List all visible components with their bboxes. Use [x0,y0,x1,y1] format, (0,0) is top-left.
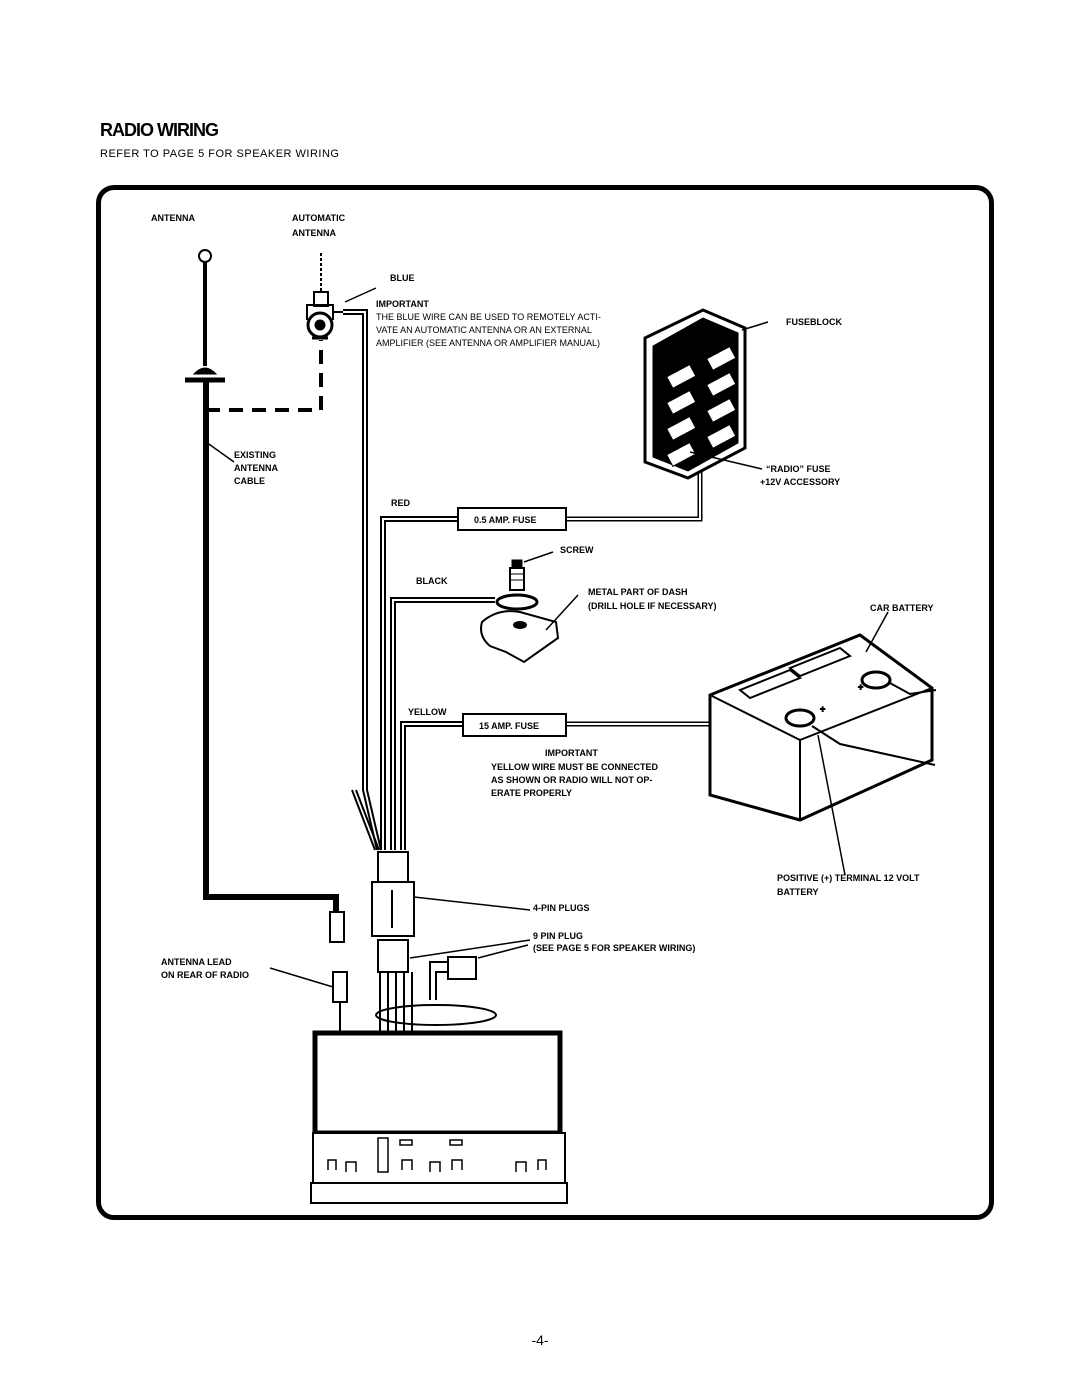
label-car-battery: CAR BATTERY [870,603,934,613]
important-2-line-3: ERATE PROPERLY [491,788,572,798]
leader-lines [205,287,889,988]
label-automatic-antenna: ANTENNA [292,228,336,238]
fuse-05-label: 0.5 AMP. FUSE [474,515,537,525]
label-screw: SCREW [560,545,594,555]
existing-antenna-cable [203,382,339,912]
page-subtitle: REFER TO PAGE 5 FOR SPEAKER WIRING [100,148,340,160]
wire-harness [343,309,495,851]
label-drill-hole: (DRILL HOLE IF NECESSARY) [588,601,717,611]
label-existing: EXISTING [234,450,276,460]
label-black: BLACK [416,576,448,586]
automatic-antenna-icon [306,253,343,340]
svg-text:+: + [858,682,863,692]
automatic-antenna-dashed-link [206,340,323,412]
label-automatic: AUTOMATIC [292,213,346,223]
label-existing-antenna: ANTENNA [234,463,278,473]
label-fuseblock: FUSEBLOCK [786,317,843,327]
label-important-1: IMPORTANT [376,299,429,309]
fuse-15-amp: 15 AMP. FUSE [462,713,567,737]
dash-metal-icon [480,610,560,664]
four-pin-plugs [371,851,415,973]
page-title: RADIO WIRING [100,120,219,140]
label-4-pin-plugs: 4-PIN PLUGS [533,903,590,913]
important-1-line-2: VATE AN AUTOMATIC ANTENNA OR AN EXTERNAL [376,325,592,335]
nine-pin-plug [375,956,497,1035]
car-battery-icon: + + [708,633,937,822]
label-speaker-wiring-ref: (SEE PAGE 5 FOR SPEAKER WIRING) [533,943,695,953]
label-rear-of-radio: ON REAR OF RADIO [161,970,249,980]
label-blue: BLUE [390,273,415,283]
label-accessory: +12V ACCESSORY [760,477,840,487]
antenna-lead-plug [329,911,348,1033]
label-yellow: YELLOW [408,707,447,717]
screw-icon [495,559,539,611]
important-1-line-1: THE BLUE WIRE CAN BE USED TO REMOTELY AC… [376,312,601,322]
label-positive-battery: BATTERY [777,887,819,897]
label-radio-fuse: “RADIO” FUSE [766,464,831,474]
label-9-pin-plug: 9 PIN PLUG [533,931,583,941]
important-2-line-2: AS SHOWN OR RADIO WILL NOT OP- [491,775,652,785]
label-antenna-lead: ANTENNA LEAD [161,957,232,967]
label-positive-terminal: POSITIVE (+) TERMINAL 12 VOLT [777,873,920,883]
label-red: RED [391,498,411,508]
diagram-frame [96,185,994,1220]
label-metal-part: METAL PART OF DASH [588,587,688,597]
fuse-15-label: 15 AMP. FUSE [479,721,539,731]
label-antenna: ANTENNA [151,213,195,223]
important-2-line-1: YELLOW WIRE MUST BE CONNECTED [491,762,658,772]
label-important-2: IMPORTANT [545,748,598,758]
radio-unit-icon [310,1030,568,1204]
svg-text:+: + [820,704,825,714]
important-1-line-3: AMPLIFIER (SEE ANTENNA OR AMPLIFIER MANU… [376,338,600,348]
label-existing-cable: CABLE [234,476,265,486]
fuse-05-amp: 0.5 AMP. FUSE [457,507,567,531]
antenna-icon [185,249,225,383]
page-number: -4- [531,1332,549,1348]
fuseblock-icon [643,308,747,480]
